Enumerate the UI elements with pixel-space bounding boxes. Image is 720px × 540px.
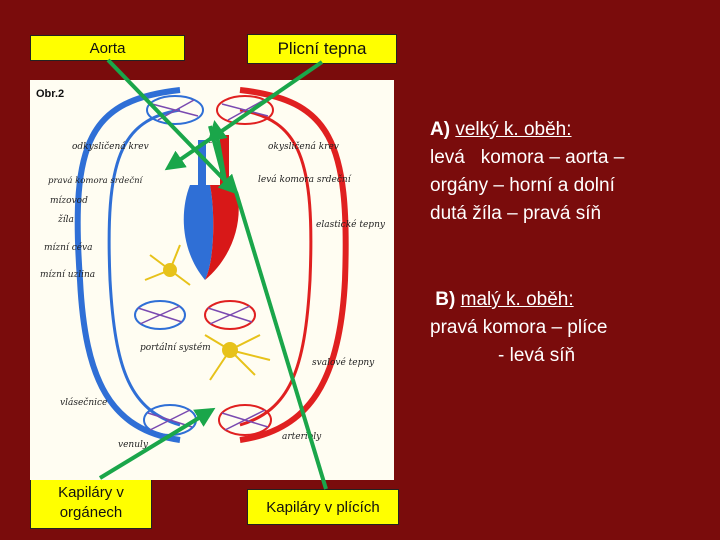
lung-capillaries	[146, 95, 274, 125]
text-a-line2: orgány – horní a dolní	[430, 175, 615, 196]
label-okyslicena-krev: okysličená krev	[268, 142, 339, 152]
text-a-title: velký k. oběh:	[455, 119, 572, 140]
organ-capillaries	[134, 300, 272, 436]
label-mizni-uzlina: mízní uzlina	[40, 270, 96, 280]
figure-number: Obr.2	[36, 88, 65, 100]
kapilary-v-organech-label: Kapiláry v orgánech	[30, 477, 152, 529]
text-a-prefix: A)	[430, 119, 451, 140]
label-arterioly: arterioly	[282, 432, 322, 442]
text-velky-obeh: A) velký k. oběh: levá komora – aorta – …	[430, 116, 710, 228]
plicni-tepna-label: Plicní tepna	[247, 34, 397, 64]
text-a-line1: levá komora – aorta –	[430, 147, 625, 168]
circulation-diagram: odkysličená krev ce okysličená krev prav…	[30, 80, 394, 480]
label-prava-komora: pravá komora srdeční	[48, 176, 143, 186]
label-mizni-ceva: mízní céva	[44, 243, 93, 253]
label-ce: ce	[208, 136, 219, 146]
heart	[183, 135, 239, 280]
kapilary-v-organech-text: Kapiláry v orgánech	[58, 484, 124, 521]
kapilary-v-plicich-label: Kapiláry v plících	[247, 489, 399, 525]
plicni-tepna-label-text: Plicní tepna	[277, 39, 367, 58]
text-b-line2: - levá síň	[498, 345, 576, 366]
label-svalove-tepny: svalové tepny	[312, 358, 375, 368]
label-venuly: venuly	[118, 440, 148, 450]
label-zila: žíla	[58, 215, 74, 225]
label-elasticke-tepny: elastické tepny	[316, 220, 385, 230]
label-portalni-system: portální systém	[140, 343, 211, 353]
artery-loop-inner	[239, 108, 313, 427]
kapilary-v-plicich-text: Kapiláry v plících	[266, 498, 380, 516]
aorta-label: Aorta	[30, 35, 185, 61]
text-maly-obeh: B) malý k. oběh: pravá komora – plíce - …	[430, 286, 710, 370]
aorta-label-text: Aorta	[89, 39, 126, 57]
text-b-prefix: B)	[435, 289, 456, 310]
text-b-line1: pravá komora – plíce	[430, 317, 608, 338]
text-b-title: malý k. oběh:	[460, 289, 574, 310]
label-vlasecnice: vlásečnice	[60, 398, 108, 408]
text-a-line3: dutá žíla – pravá síň	[430, 203, 602, 224]
label-odkyslicena-krev: odkysličená krev	[72, 142, 149, 152]
label-mizovod: mízovod	[50, 196, 88, 206]
label-leva-komora: levá komora srdeční	[258, 175, 351, 185]
